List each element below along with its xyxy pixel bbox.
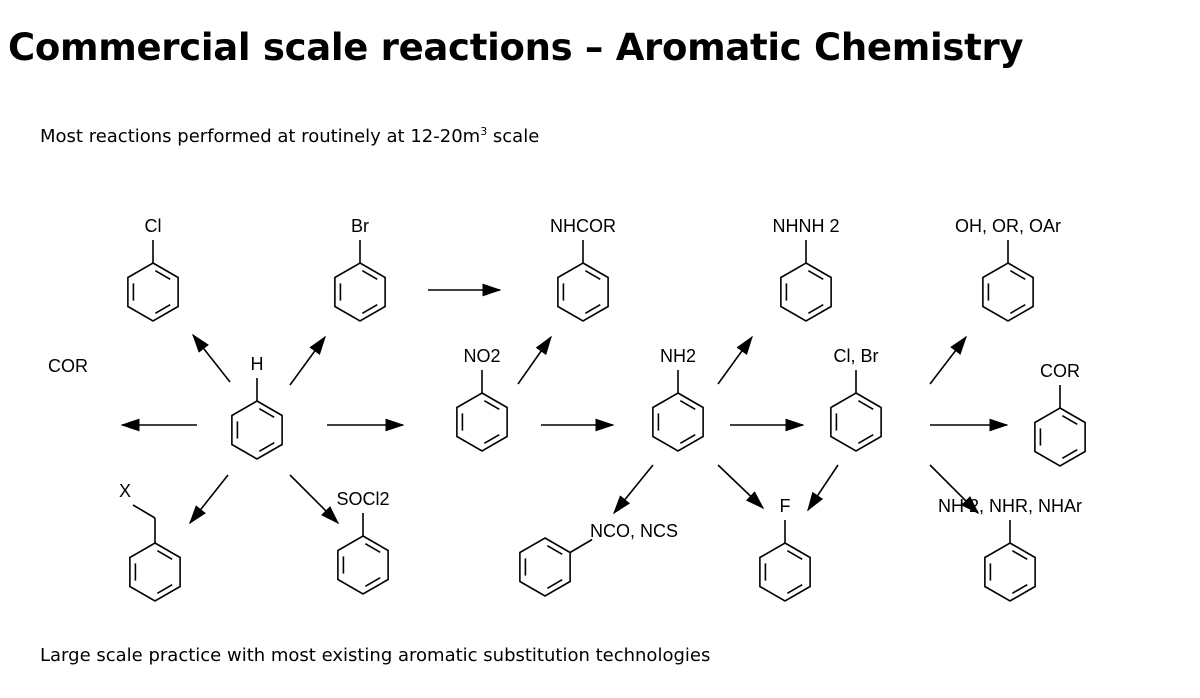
halobenzene-ring <box>830 392 882 452</box>
aryl-amine-ring-double-bond <box>1011 583 1028 594</box>
phenylhydrazine-ring <box>780 262 832 322</box>
aniline-ring-double-bond <box>679 400 696 411</box>
anilide-ring-double-bond <box>584 303 601 314</box>
reaction-arrow <box>717 335 753 385</box>
reaction-arrow <box>289 335 326 386</box>
reaction-arrow <box>807 464 839 512</box>
label-socl2: SOCl2 <box>336 489 389 509</box>
nitrobenzene-ring-double-bond <box>483 400 500 411</box>
label-no2: NO2 <box>463 346 500 366</box>
reaction-arrow <box>717 464 765 510</box>
halobenzene-ring-double-bond <box>857 400 874 411</box>
bromobenzene-ring-double-bond <box>361 270 378 281</box>
aniline-ring-double-bond <box>679 433 696 444</box>
aryl-amine-ring-double-bond <box>1011 550 1028 561</box>
label-nhnh2: NHNH 2 <box>772 216 839 236</box>
benzenesulfonyl-chloride-ring-double-bond <box>364 543 381 554</box>
reaction-arrow <box>189 474 229 525</box>
fluorobenzene-ring <box>759 542 811 602</box>
label-nhcor: NHCOR <box>550 216 616 236</box>
label-br: Br <box>351 216 369 236</box>
label-f: F <box>780 496 791 516</box>
aryl-ketone-ring <box>1034 407 1086 467</box>
page-title: Commercial scale reactions – Aromatic Ch… <box>8 26 1024 69</box>
aryl-ketone-ring-double-bond <box>1061 415 1078 426</box>
reaction-arrow <box>517 335 552 385</box>
label-h: H <box>251 354 264 374</box>
chlorobenzene-ring <box>127 262 179 322</box>
benzyl-ring <box>129 542 181 602</box>
benzenesulfonyl-chloride-ring-double-bond <box>364 576 381 587</box>
label-clbr: Cl, Br <box>834 346 879 366</box>
anilide-ring <box>557 262 609 322</box>
fluorobenzene-ring-double-bond <box>786 550 803 561</box>
subtitle-superscript: 3 <box>480 125 488 138</box>
label-nh2: NH2 <box>660 346 696 366</box>
aryl-amine-ring <box>984 542 1036 602</box>
aniline-ring <box>652 392 704 452</box>
phenol-ring-double-bond <box>1009 303 1026 314</box>
aryl-isocyanate-ring-double-bond <box>546 545 563 556</box>
reaction-arrow <box>929 335 967 385</box>
reaction-arrow <box>289 474 340 525</box>
bromobenzene-ring-double-bond <box>361 303 378 314</box>
subtitle-text: Most reactions performed at routinely at… <box>40 126 481 147</box>
anilide-ring-double-bond <box>584 270 601 281</box>
chlorobenzene-ring-double-bond <box>154 270 171 281</box>
benzene-ring-double-bond <box>258 441 275 452</box>
phenol-ring <box>982 262 1034 322</box>
label-cor_right: COR <box>1040 361 1080 381</box>
reaction-arrow <box>192 333 231 383</box>
bromobenzene-ring <box>334 262 386 322</box>
nitrobenzene-ring-double-bond <box>483 433 500 444</box>
aryl-isocyanate-ring-double-bond <box>546 578 563 589</box>
reaction-arrow <box>612 464 654 515</box>
phenylhydrazine-ring-double-bond <box>807 270 824 281</box>
substituent-bond <box>569 538 593 554</box>
footer-text: Large scale practice with most existing … <box>40 645 711 666</box>
aryl-ketone-ring-double-bond <box>1061 448 1078 459</box>
benzenesulfonyl-chloride-ring <box>337 535 389 595</box>
subtitle: Most reactions performed at routinely at… <box>40 125 539 147</box>
phenol-ring-double-bond <box>1009 270 1026 281</box>
benzyl-ring-double-bond <box>156 583 173 594</box>
fluorobenzene-ring-double-bond <box>786 583 803 594</box>
benzene-ring <box>231 400 283 460</box>
label-x: X <box>119 481 131 501</box>
reaction-arrow <box>929 464 980 515</box>
subtitle-tail: scale <box>487 126 540 147</box>
benzene-ring-double-bond <box>258 408 275 419</box>
benzyl-ring-double-bond <box>156 550 173 561</box>
phenylhydrazine-ring-double-bond <box>807 303 824 314</box>
label-cor_left: COR <box>48 356 88 376</box>
label-nco: NCO, NCS <box>590 521 678 541</box>
label-oh: OH, OR, OAr <box>955 216 1061 236</box>
chlorobenzene-ring-double-bond <box>154 303 171 314</box>
label-amines: NH 2, NHR, NHAr <box>938 496 1082 516</box>
substituent-bond <box>132 504 156 519</box>
nitrobenzene-ring <box>456 392 508 452</box>
aryl-isocyanate-ring <box>519 537 571 597</box>
halobenzene-ring-double-bond <box>857 433 874 444</box>
label-cl: Cl <box>145 216 162 236</box>
